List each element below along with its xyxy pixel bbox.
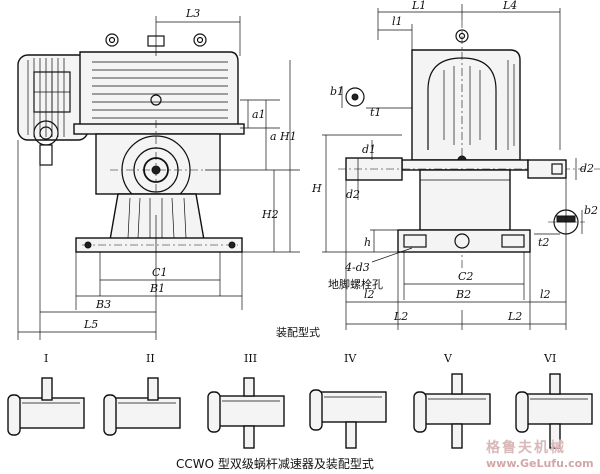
side-view [338,20,600,270]
assembly-type-1: I [7,352,85,436]
dim-L3: L3 [185,7,200,20]
dim-B1: B1 [149,282,165,295]
dim-d2-left: d2 [346,188,360,201]
assembly-type-4: IV [309,352,387,449]
dim-l2-left: l2 [364,288,375,301]
dim-b1: b1 [330,85,344,98]
dim-L2-left: L2 [393,310,408,323]
assembly-label-2: II [146,352,155,365]
dim-4-d3: 4-d3 [344,261,370,274]
assembly-label-1: I [44,352,48,365]
dim-L5: L5 [83,318,98,331]
dim-h: h [364,236,371,249]
dim-B3: B3 [95,298,111,311]
dim-a1: a1 [252,108,266,121]
assembly-type-6: VI [515,352,593,449]
watermark-url: www.GeLufu.com [486,457,594,470]
assembly-title: 装配型式 [276,325,320,339]
dim-B2: B2 [455,288,471,301]
assembly-type-5: V [413,352,491,449]
dim-l2-right: l2 [540,288,551,301]
assembly-label-4: IV [344,352,357,365]
dim-L1: L1 [411,0,426,12]
assembly-label-6: VI [543,352,556,365]
dim-H2: H2 [261,208,279,221]
dim-a: a [270,130,277,143]
dim-d1: d1 [362,143,376,156]
dim-L2-right: L2 [507,310,522,323]
dim-H1: H1 [279,130,297,143]
side-dimensions: L1 L4 l1 b1 t1 d1 H d2 h 4-d3 地脚螺栓孔 [311,0,598,330]
assembly-types: I II III IV [7,352,593,449]
assembly-type-3: III [207,352,285,449]
assembly-label-5: V [443,352,453,365]
dim-t1: t1 [370,106,381,119]
anchor-bolt-label: 地脚螺栓孔 [328,277,383,291]
dim-C1: C1 [152,266,167,279]
watermark-brand: 格鲁夫机械 [486,439,566,456]
dim-t2: t2 [538,236,549,249]
assembly-type-2: II [103,352,181,436]
figure-caption: CCWO 型双级蜗杆减速器及装配型式 [176,456,374,471]
dim-C2: C2 [458,270,473,283]
dim-H: H [311,182,322,195]
dim-d2-right: d2 [580,162,594,175]
assembly-label-3: III [244,352,257,365]
dim-L4: L4 [502,0,517,12]
dim-l1: l1 [392,15,403,28]
front-view [17,33,245,253]
dim-b2: b2 [584,204,598,217]
front-dimensions: L3 a1 a H1 H2 C1 B1 B3 L5 [17,7,300,340]
